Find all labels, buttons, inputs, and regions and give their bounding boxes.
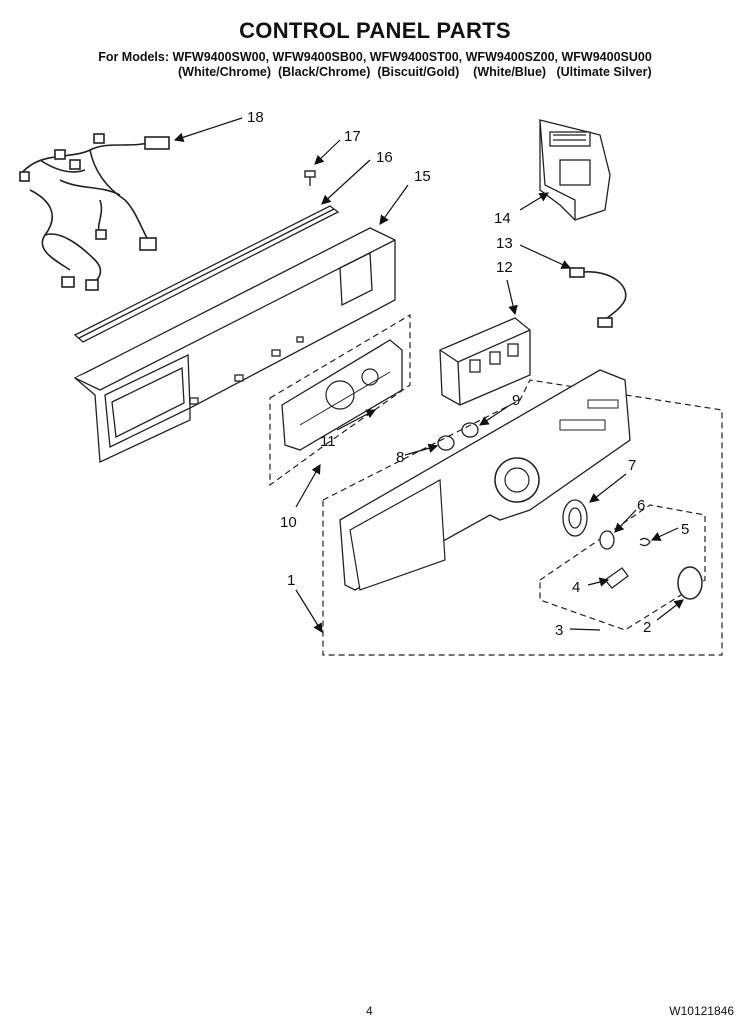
leader-4 <box>587 577 610 587</box>
leader-7 <box>589 473 627 503</box>
callout-4: 4 <box>572 579 580 596</box>
callout-8: 8 <box>396 449 404 466</box>
callout-14: 14 <box>494 210 511 227</box>
document-number: W10121846 <box>669 1004 734 1018</box>
callout-16: 16 <box>376 149 393 166</box>
clip-part <box>639 537 651 547</box>
leader-13 <box>519 244 572 269</box>
assembly-3-group <box>539 504 706 631</box>
callout-2: 2 <box>643 619 651 636</box>
electronic-module-part <box>539 119 611 221</box>
knob-part <box>677 566 703 600</box>
callout-15: 15 <box>414 168 431 185</box>
callout-17: 17 <box>344 128 361 145</box>
shaft-part <box>604 567 629 589</box>
leader-9 <box>479 404 511 426</box>
callout-6: 6 <box>637 497 645 514</box>
leader-11 <box>336 409 377 431</box>
callout-1: 1 <box>287 572 295 589</box>
callout-13: 13 <box>496 235 513 252</box>
models-line: For Models: WFW9400SW00, WFW9400SB00, WF… <box>98 50 652 64</box>
knob-ring-part <box>562 499 588 537</box>
leader-16 <box>321 159 371 205</box>
leader-10 <box>295 463 321 508</box>
control-board-part <box>281 339 403 451</box>
console-back-panel-part <box>73 227 396 463</box>
leader-17 <box>314 139 341 165</box>
callout-11: 11 <box>320 433 336 450</box>
leader-15 <box>379 184 409 225</box>
leader-6 <box>614 509 637 533</box>
callout-3: 3 <box>555 622 563 639</box>
screw-part <box>304 170 316 186</box>
leader-18 <box>173 117 243 142</box>
callout-7: 7 <box>628 457 636 474</box>
leader-5 <box>650 527 679 541</box>
leader-2 <box>656 599 684 621</box>
cable-part <box>569 267 627 328</box>
callout-18: 18 <box>247 109 264 126</box>
interface-board-part <box>439 317 531 406</box>
callout-10: 10 <box>280 514 297 531</box>
leader-12 <box>506 279 518 316</box>
leader-14 <box>519 192 550 211</box>
spring-part <box>599 530 615 550</box>
leader-8 <box>404 443 439 456</box>
page-number: 4 <box>366 1004 373 1018</box>
callout-9: 9 <box>512 392 520 409</box>
wire-harness-part <box>19 133 170 291</box>
callout-12: 12 <box>496 259 513 276</box>
colors-line: (White/Chrome) (Black/Chrome) (Biscuit/G… <box>178 65 652 79</box>
leader-1 <box>295 589 323 634</box>
assembly-1-group <box>322 369 723 656</box>
panel-strip-part <box>73 205 340 343</box>
page-title: CONTROL PANEL PARTS <box>239 18 511 43</box>
callout-5: 5 <box>681 521 689 538</box>
leader-3 <box>569 628 601 631</box>
